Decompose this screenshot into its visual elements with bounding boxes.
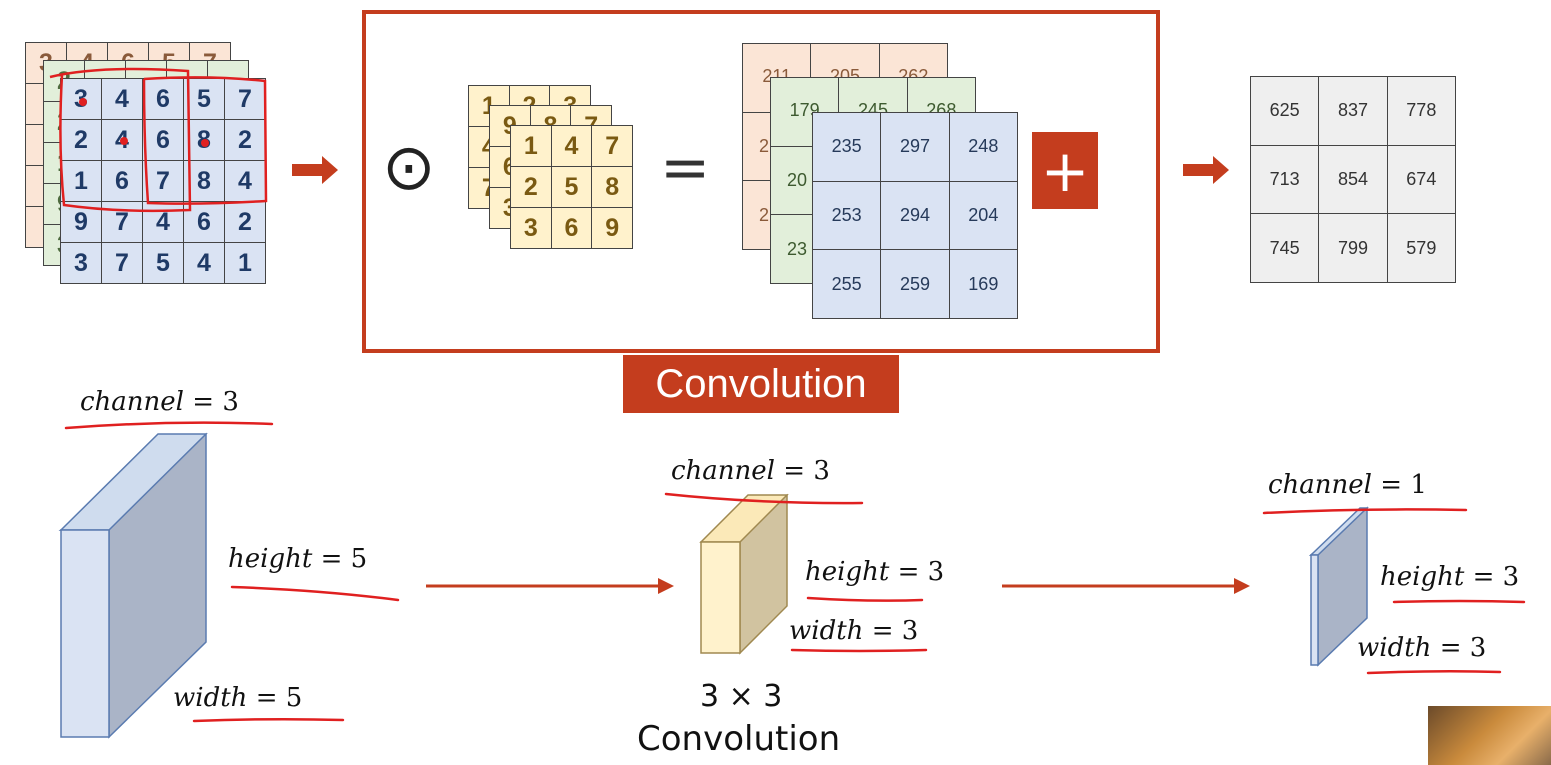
presenter-video-thumbnail <box>1428 706 1551 765</box>
input-cell: 6 <box>102 161 143 202</box>
convolution-frame <box>362 10 1160 353</box>
input-cell: 1 <box>225 243 266 284</box>
feature-cell: 297 <box>881 113 950 182</box>
output-cell: 579 <box>1387 214 1456 283</box>
input-volume-block <box>58 432 208 739</box>
input-cell: 3 <box>61 243 102 284</box>
kernel-volume-block <box>699 493 789 655</box>
feature-cell: 259 <box>881 250 950 319</box>
input-cell: 9 <box>61 202 102 243</box>
kernel-size-label: 3 × 3 <box>700 679 783 714</box>
kernel-cell: 9 <box>592 208 633 249</box>
feature-cell: 248 <box>949 113 1018 182</box>
kernel-cell: 4 <box>551 126 593 167</box>
output-feature-map: 625 837 778 713 854 674 745 799 579 <box>1250 76 1456 283</box>
feature-map-front: 235 297 248 253 294 204 255 259 169 <box>812 112 1018 319</box>
input-cell: 8 <box>184 161 225 202</box>
output-height-label: height = 3 <box>1380 562 1520 592</box>
kernel-cell: 8 <box>592 167 633 208</box>
feature-cell: 204 <box>949 181 1018 251</box>
feature-cell: 294 <box>881 181 950 251</box>
kernel-cell: 1 <box>511 126 552 167</box>
kernel-channel-label: channel = 3 <box>671 456 830 486</box>
input-cell: 5 <box>184 79 225 120</box>
arrow-right-icon <box>426 578 674 594</box>
output-cell: 837 <box>1319 77 1388 146</box>
input-cell: 6 <box>143 120 184 161</box>
output-cell: 778 <box>1387 77 1456 146</box>
input-cell: 4 <box>143 202 184 243</box>
convolution-caption: Convolution <box>623 355 899 413</box>
input-cell: 7 <box>102 243 143 284</box>
kernel-cell: 7 <box>592 126 633 167</box>
equals-sign: = <box>660 133 711 203</box>
input-width-label: width = 5 <box>173 683 303 713</box>
arrow-right-icon <box>1183 156 1229 184</box>
feature-cell: 253 <box>813 181 882 251</box>
input-cell: 4 <box>102 79 143 120</box>
feature-cell: 235 <box>813 113 882 182</box>
input-cell: 2 <box>225 202 266 243</box>
hadamard-operator: ⊙ <box>382 131 436 205</box>
input-channel-label: channel = 3 <box>80 387 239 417</box>
sum-channels-plus-icon: + <box>1032 132 1098 209</box>
input-cell: 6 <box>184 202 225 243</box>
input-cell: 2 <box>61 120 102 161</box>
kernel-cell: 2 <box>511 167 552 208</box>
feature-cell: 169 <box>949 250 1018 319</box>
input-height-label: height = 5 <box>228 544 368 574</box>
output-cell: 625 <box>1251 77 1320 146</box>
kernel-cell: 6 <box>551 208 593 249</box>
output-cell: 745 <box>1251 214 1320 283</box>
input-cell: 1 <box>61 161 102 202</box>
sliding-window-annotation <box>49 67 268 213</box>
input-cell: 4 <box>184 243 225 284</box>
kernel-width-label: width = 3 <box>789 616 919 646</box>
kernel-channel-front: 1 4 7 2 5 8 3 6 9 <box>510 125 633 249</box>
input-cell: 7 <box>143 161 184 202</box>
output-cell: 674 <box>1387 145 1456 215</box>
input-cell: 7 <box>102 202 143 243</box>
feature-cell: 255 <box>813 250 882 319</box>
kernel-convolution-label: Convolution <box>637 719 841 759</box>
input-channel-front: 3 4 6 5 7 2 4 6 8 2 1 6 7 8 4 9 7 4 6 2 … <box>60 78 266 284</box>
kernel-cell: 3 <box>511 208 552 249</box>
output-cell: 713 <box>1251 145 1320 215</box>
kernel-height-label: height = 3 <box>805 557 945 587</box>
kernel-cell: 5 <box>551 167 593 208</box>
output-channel-label: channel = 1 <box>1268 470 1427 500</box>
output-cell: 854 <box>1319 145 1388 215</box>
arrow-right-icon <box>1002 578 1250 594</box>
output-cell: 799 <box>1319 214 1388 283</box>
output-width-label: width = 3 <box>1357 633 1487 663</box>
arrow-right-icon <box>292 156 338 184</box>
output-volume-block <box>1308 506 1369 667</box>
input-cell: 6 <box>143 79 184 120</box>
input-cell: 5 <box>143 243 184 284</box>
